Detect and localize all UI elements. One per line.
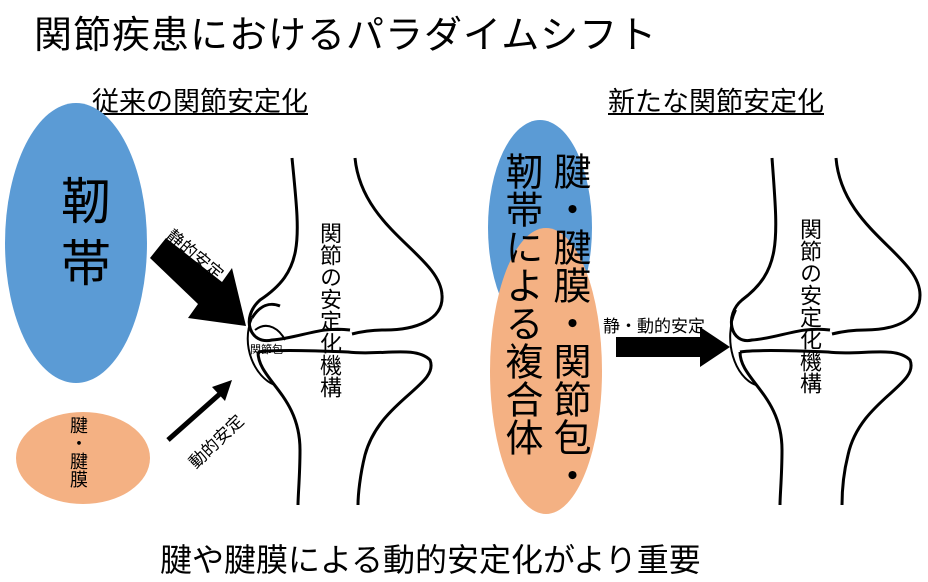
ligament-ellipse [5, 103, 147, 383]
ligament-label: 靭帯 [53, 175, 111, 299]
static-stability-arrow [150, 238, 246, 326]
right-panel-heading: 新たな関節安定化 [608, 87, 824, 118]
conclusion-text: 腱や腱膜による動的安定化がより重要 [160, 541, 701, 579]
left-panel-heading: 従来の関節安定化 [92, 87, 308, 118]
tendon-label: 腱・腱膜 [67, 416, 88, 488]
tendon-complex-ellipse [490, 228, 602, 514]
combined-arrow-label: 静・動的安定 [603, 317, 705, 337]
left-capsule [246, 317, 286, 386]
ligament-complex-text: 靭帯による複合体 [499, 152, 543, 456]
tendon-ellipse [16, 412, 150, 504]
left-tibia [250, 302, 433, 506]
combined-stability-arrow [616, 327, 730, 367]
left-femur [247, 157, 444, 343]
right-tibia [738, 349, 913, 506]
page-title: 関節疾患におけるパラダイムシフト [34, 13, 658, 57]
right-mechanism-label: 関節の安定化機構 [796, 218, 821, 394]
capsule-label: 関節包 [250, 343, 283, 356]
left-mechanism-label: 関節の安定化機構 [316, 222, 341, 398]
right-capsule [729, 309, 757, 386]
dynamic-stability-arrow [166, 380, 232, 442]
tendon-complex-text: 腱・腱膜・関節包・ [547, 152, 591, 494]
right-femur [730, 157, 922, 342]
